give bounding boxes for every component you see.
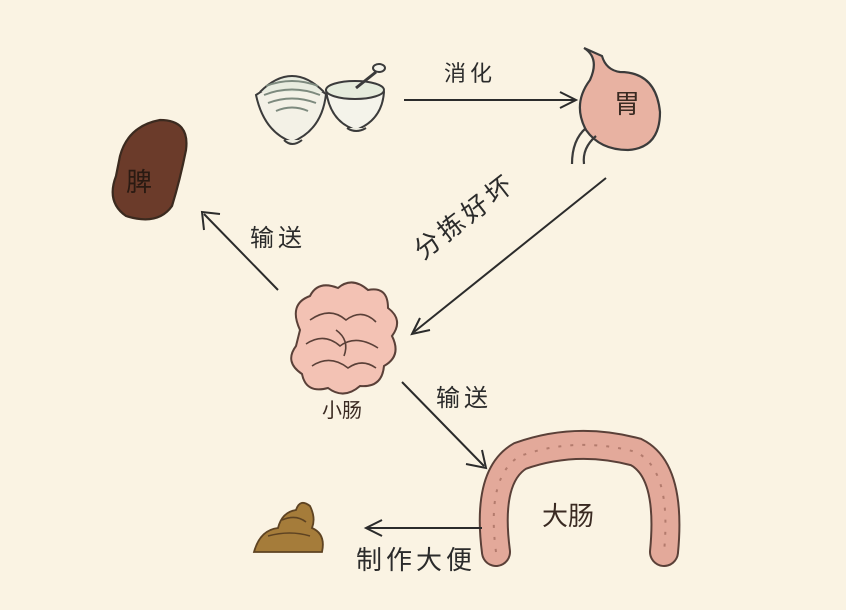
large-intestine-label: 大肠 — [542, 502, 595, 532]
spleen-label: 脾 — [126, 168, 153, 198]
stool-pile — [252, 501, 324, 553]
arrow-sort — [410, 177, 607, 336]
stomach — [570, 46, 662, 165]
large-intestine — [478, 429, 681, 567]
spleen — [111, 118, 188, 221]
small-intestine-label: 小肠 — [322, 398, 362, 422]
stomach-label: 胃 — [614, 90, 641, 120]
rice-bowls — [254, 63, 386, 145]
transport-to-spleen-label: 输送 — [250, 224, 306, 252]
arrow-make-stool — [363, 519, 482, 537]
small-intestine — [290, 281, 399, 395]
arrow-to-spleen — [200, 210, 279, 291]
arrow-to-large-intestine — [401, 381, 488, 470]
make-stool-label: 制作大便 — [356, 546, 477, 576]
digest-label: 消化 — [444, 62, 497, 87]
arrow-digest — [404, 91, 579, 109]
transport-to-large-intestine-label: 输送 — [436, 384, 492, 412]
